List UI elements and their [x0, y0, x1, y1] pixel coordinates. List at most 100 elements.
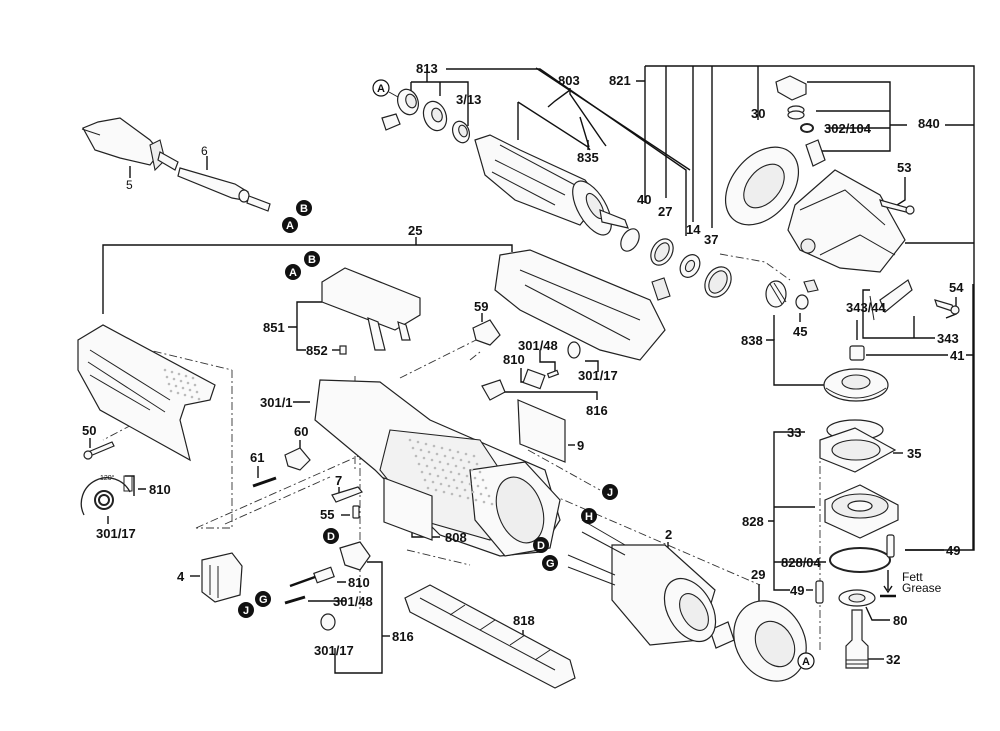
label-810-left: 810	[149, 482, 171, 497]
spindle-lock	[775, 75, 826, 167]
label-29: 29	[751, 567, 765, 582]
svg-text:G: G	[546, 558, 555, 570]
armature-rings	[620, 228, 732, 301]
cover-dots	[163, 368, 201, 401]
label-810-lower: 810	[348, 575, 370, 590]
vent-dot	[181, 386, 185, 390]
label-301-1: 301/1	[260, 395, 293, 410]
label-35: 35	[907, 446, 921, 461]
marker-a-cord: A	[282, 217, 298, 233]
vent-dot	[467, 460, 471, 464]
label-50: 50	[82, 423, 96, 438]
vent-dot	[438, 460, 442, 464]
screw-53	[879, 199, 915, 215]
label-27: 27	[658, 204, 672, 219]
vent-dot	[456, 450, 460, 454]
vent-dot	[184, 374, 188, 378]
switch-carrier	[321, 267, 421, 355]
vent-dot	[430, 458, 434, 462]
marker-h-coil: H	[581, 508, 597, 524]
screws-49	[815, 534, 895, 604]
assembly-axis-lines	[102, 253, 821, 650]
protective-guard-ring	[709, 600, 807, 682]
vent-dot	[446, 462, 450, 466]
vent-dot	[428, 472, 432, 476]
vent-dot	[460, 480, 464, 484]
vent-dot	[427, 450, 431, 454]
label-30: 30	[751, 106, 765, 121]
vent-dot	[172, 377, 176, 381]
armature	[474, 134, 629, 236]
label-59: 59	[474, 299, 488, 314]
svg-text:B: B	[300, 203, 308, 215]
label-301-17-lower: 301/17	[314, 643, 354, 658]
vent-dot	[408, 438, 412, 442]
vent-dot	[167, 382, 171, 386]
vent-dot	[476, 484, 480, 488]
svg-text:J: J	[243, 605, 249, 617]
svg-text:A: A	[377, 83, 385, 95]
vent-dot	[179, 379, 183, 383]
label-33: 33	[787, 425, 801, 440]
marker-g-switch: G	[255, 591, 271, 607]
label-53: 53	[897, 160, 911, 175]
vent-dot	[195, 390, 199, 394]
label-40: 40	[637, 192, 651, 207]
vent-dot	[441, 468, 445, 472]
bearing-flange-828	[824, 484, 899, 573]
label-818: 818	[513, 613, 535, 628]
vent-dot	[479, 492, 483, 496]
vent-dot	[433, 466, 437, 470]
upper-housing	[494, 249, 666, 361]
label-810-upper: 810	[503, 352, 525, 367]
vent-dot	[468, 482, 472, 486]
vent-dot	[442, 490, 446, 494]
vent-dot	[431, 480, 435, 484]
side-handle-cover	[77, 324, 216, 462]
vent-dot	[462, 466, 466, 470]
vent-dot	[177, 372, 181, 376]
part-labels: 813 803 821 3/13 835 30 302/104 840 53 6…	[82, 61, 964, 667]
marker-g-coil: G	[542, 555, 558, 571]
marker-a-switch: A	[285, 264, 301, 280]
label-816-lower: 816	[392, 629, 414, 644]
label-838: 838	[741, 333, 763, 348]
label-803: 803	[558, 73, 580, 88]
vent-dot	[473, 476, 477, 480]
svg-text:D: D	[537, 540, 545, 552]
svg-text:J: J	[607, 487, 613, 499]
screw-50	[83, 441, 115, 460]
vent-dot	[170, 370, 174, 374]
vent-dot	[487, 494, 491, 498]
grease-symbol	[880, 570, 896, 598]
marker-d-coil: D	[533, 537, 549, 553]
vent-dot	[432, 444, 436, 448]
label-60: 60	[294, 424, 308, 439]
vent-dot	[448, 448, 452, 452]
vent-dot	[163, 368, 167, 372]
vent-dot	[465, 474, 469, 478]
vent-dot	[450, 492, 454, 496]
grease-note-de: Fett	[902, 570, 923, 584]
vent-dot	[463, 488, 467, 492]
housing-vent-dots	[408, 438, 494, 506]
vent-dot	[424, 442, 428, 446]
label-9: 9	[577, 438, 584, 453]
vent-dot	[439, 482, 443, 486]
label-835: 835	[577, 150, 599, 165]
svg-text:A: A	[802, 656, 810, 668]
vent-dot	[414, 454, 418, 458]
label-343-44: 343/44	[846, 300, 887, 315]
label-851: 851	[263, 320, 285, 335]
vent-dot	[457, 472, 461, 476]
vent-dot	[417, 462, 421, 466]
label-7: 7	[335, 473, 342, 488]
switch-4	[201, 552, 243, 603]
brush-holder-59	[472, 319, 501, 346]
vent-dot	[475, 462, 479, 466]
label-61: 61	[250, 450, 264, 465]
label-5: 5	[126, 178, 133, 192]
angle-annotation: 120°	[100, 474, 115, 482]
vent-dot	[452, 478, 456, 482]
